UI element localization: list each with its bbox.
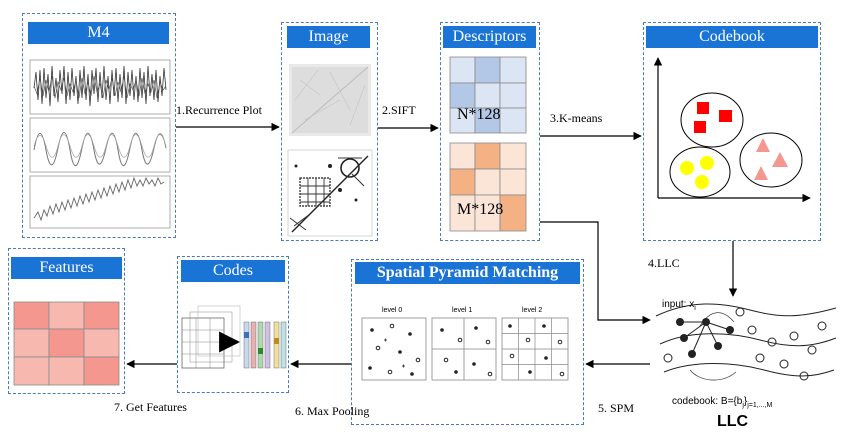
llc-codebook-text: codebook: B={b [672,396,743,407]
llc-codebook-label: codebook: B={bj}j=1,...,M [672,396,772,409]
features-panel [8,248,125,394]
descriptors-header: Descriptors [443,26,536,48]
descriptor-grid-m [449,142,527,232]
recurrence-plot-image-1 [289,64,371,136]
features-header: Features [11,257,122,279]
m4-header: M4 [28,22,169,44]
spm-panel [351,259,584,425]
image-panel [281,22,378,241]
step-7-label: 7. Get Features [114,400,187,414]
llc-input-sub: i [694,305,696,312]
descriptor-n-label: N*128 [457,106,501,123]
timeseries-plot-1 [29,59,171,115]
descriptor-grid-n [449,56,527,134]
codebook-header: Codebook [646,26,818,48]
spm-level-0-label: level 0 [382,307,403,314]
descriptors-panel [440,22,540,241]
step-6-label: 6. Max Pooling [295,404,370,418]
step-5-label: 5. SPM [598,401,635,415]
llc-title: LLC [717,413,749,430]
step-2-label: 2.SIFT [382,103,416,117]
spm-level-1-label: level 1 [452,307,473,314]
timeseries-plot-2 [29,117,171,173]
codebook-plot [653,57,811,203]
codes-illustration [181,305,287,369]
llc-codebook-range: j=1,...,M [747,402,773,409]
features-grid [13,301,120,386]
recurrence-plot-image-2 [287,149,373,237]
step-1-label: 1.Recurrence Plot [176,103,262,117]
flow-arrows [126,122,738,369]
spm-level-2 [501,317,569,381]
spm-level-0 [361,317,427,381]
llc-illustration [655,303,837,381]
codebook-panel [643,22,821,241]
m4-panel [22,13,176,238]
step-4-label: 4.LLC [648,256,680,270]
codes-header: Codes [181,260,285,282]
codes-panel [177,256,289,393]
spm-level-2-label: level 2 [522,307,543,314]
image-header: Image [287,26,370,48]
llc-input-text: input: x [662,299,695,310]
llc-input-label: input: xi [662,299,696,312]
timeseries-plot-3 [29,175,171,229]
spm-header: Spatial Pyramid Matching [355,262,580,284]
descriptor-m-label: M*128 [457,201,504,218]
llc-codebook-tail: } [743,396,748,407]
step-3-label: 3.K-means [550,111,603,125]
llc-codebook-sub: j [742,402,744,409]
spm-level-1 [431,317,497,381]
